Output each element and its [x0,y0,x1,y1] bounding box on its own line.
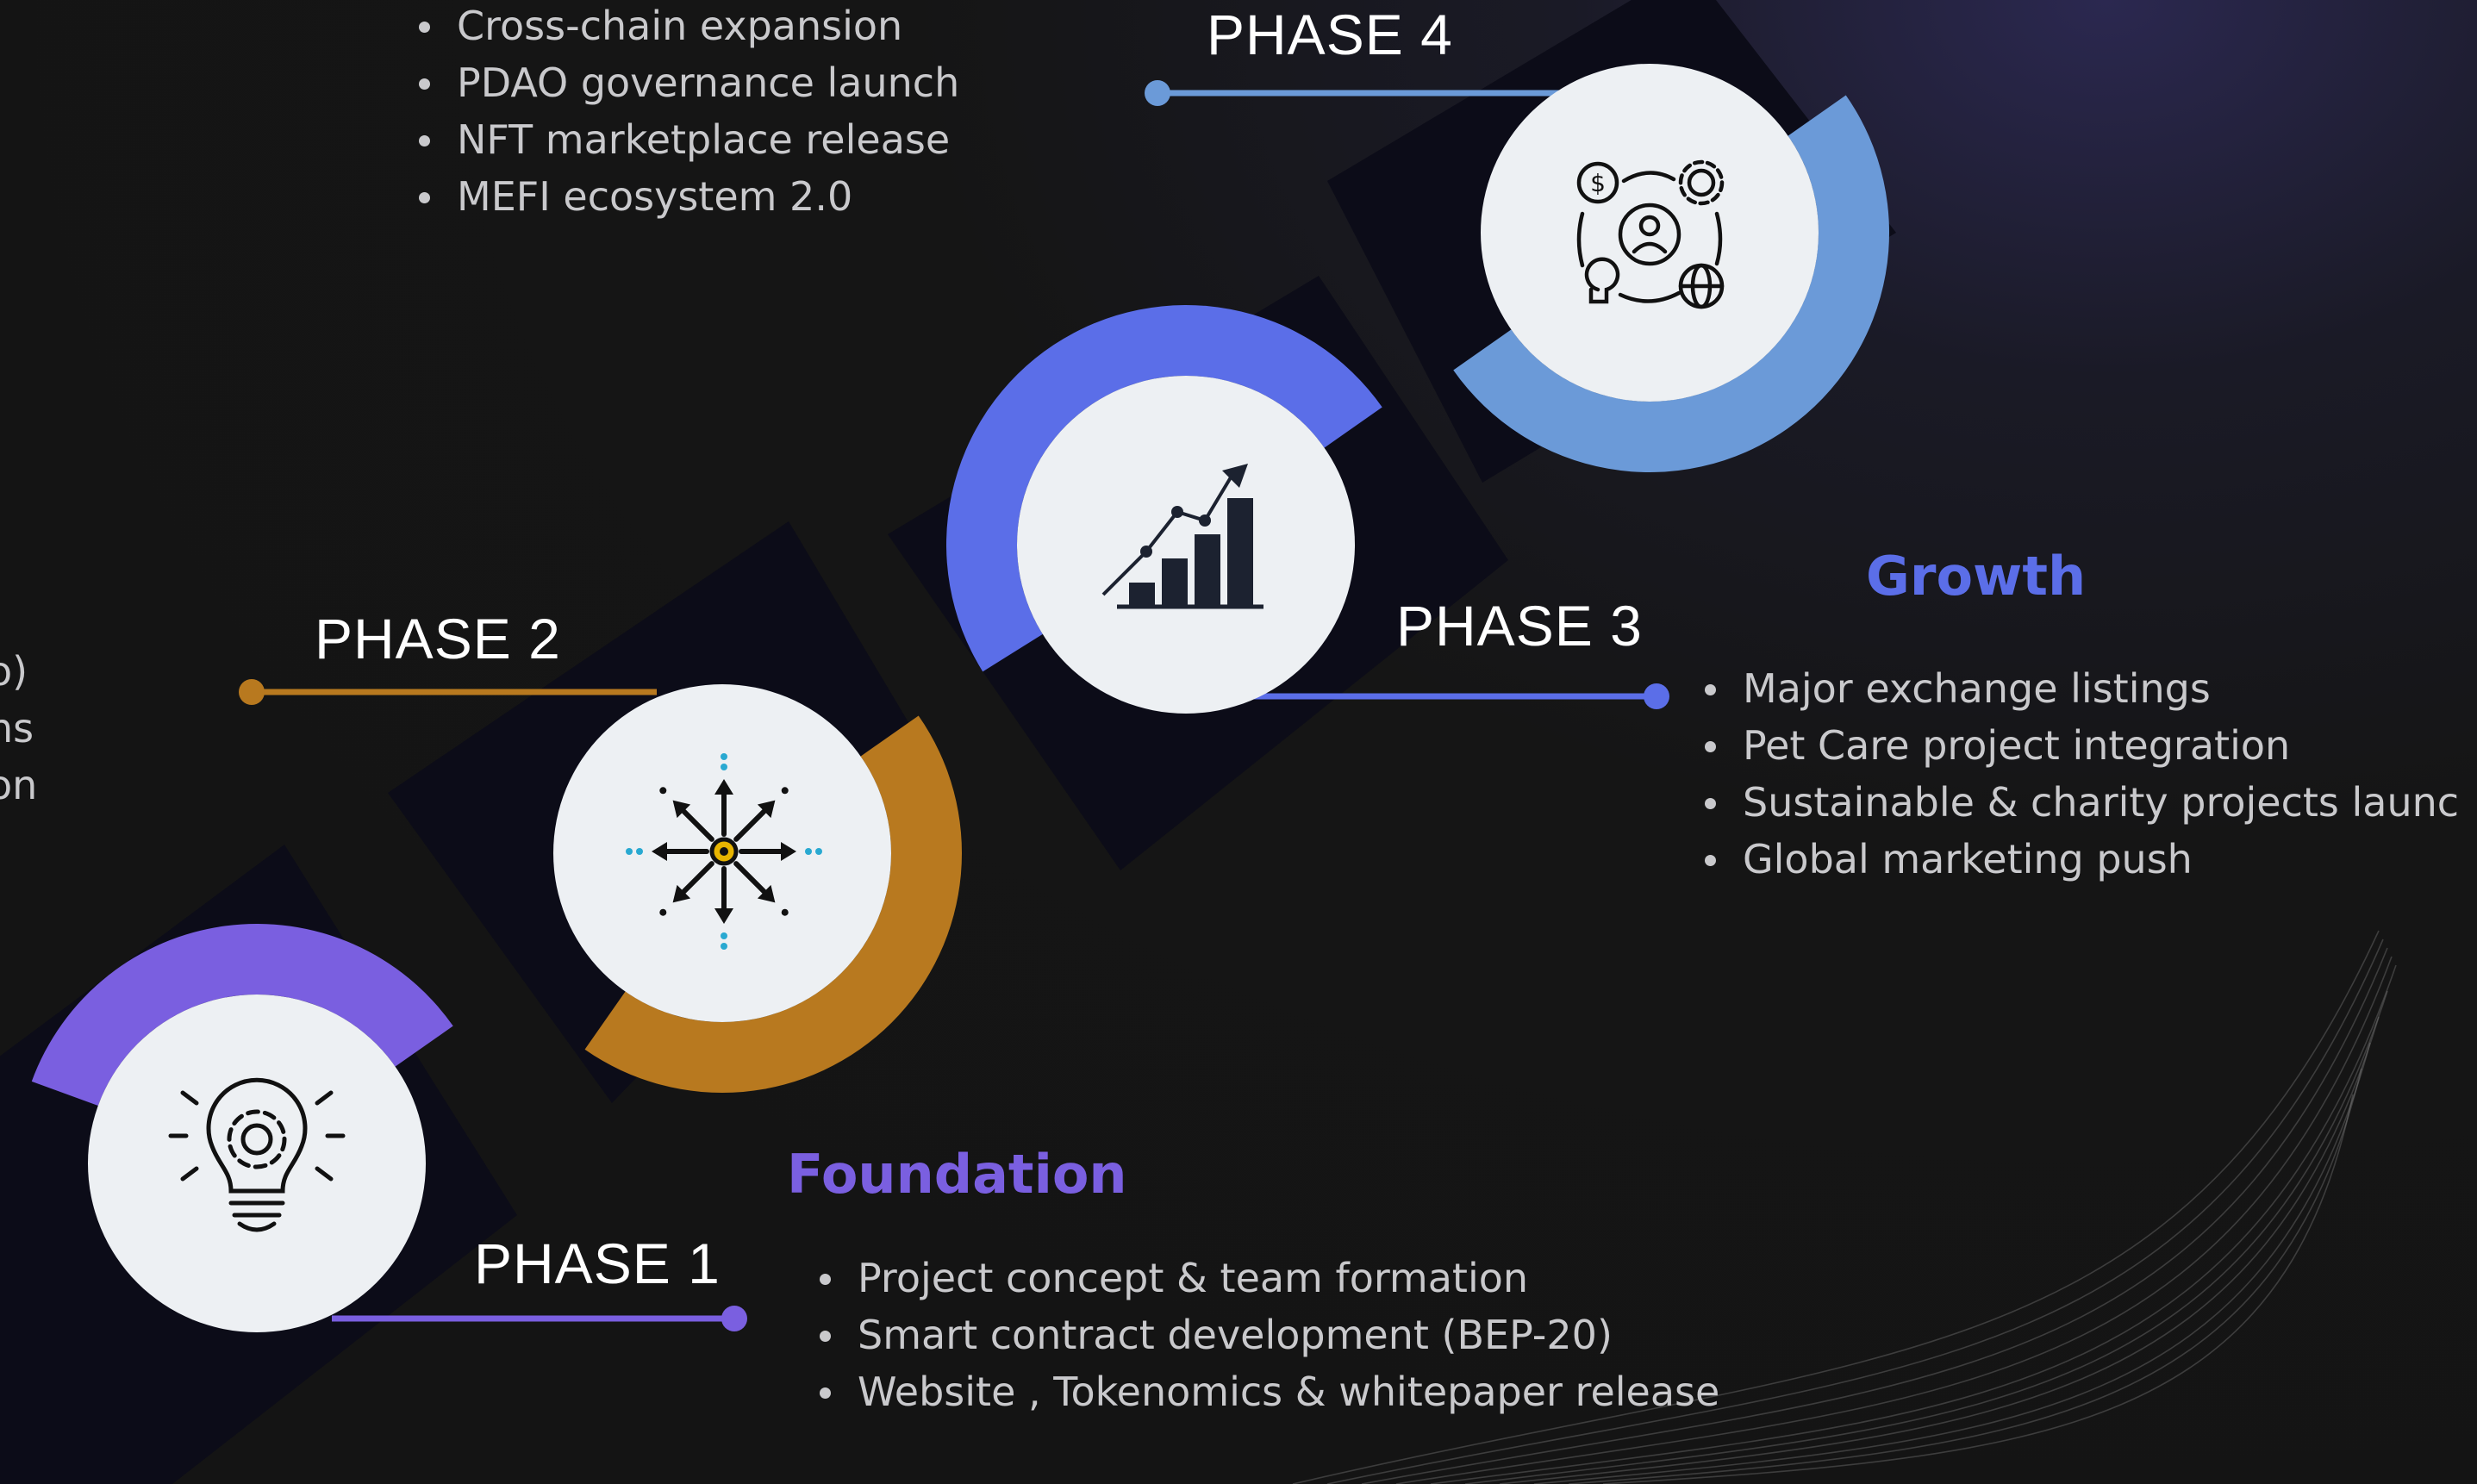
arrow-icon [714,866,733,924]
phase3-ring [946,305,1382,672]
phase2-ring [584,715,962,1093]
arrow-icon [659,787,714,842]
phase4-ring [1453,95,1890,473]
svg-text:$: $ [1590,169,1606,197]
list-item: Website , Tokenomics & whitepaper releas… [813,1363,1719,1420]
list-item: Major exchange listings [1698,660,2459,717]
phase1-icon-circle [88,995,426,1332]
phase4-points: Cross-chain expansion PDAO governance la… [412,0,959,225]
list-item: Smart contract development (BEP-20) [813,1306,1719,1363]
phase4-label: PHASE 4 [1207,3,1453,66]
list-item: Pet Care project integration [1698,717,2459,774]
arrow-icon [733,787,789,842]
phase2-label: PHASE 2 [315,607,561,670]
arrow-icon [733,861,789,916]
phase1-ring [31,924,453,1106]
arrow-icon [659,861,714,916]
growth-chart-icon [1101,464,1263,609]
phase2-connector [239,679,657,705]
phase4-connector [1145,80,1562,106]
arrow-icon [652,842,709,861]
growth-points: Major exchange listings Pet Care project… [1698,660,2459,888]
list-item: Sustainable & charity projects launc [1698,774,2459,831]
ecosystem-cycle-icon: $ [1576,159,1725,309]
phase2-point-fragment: o) [0,648,28,695]
phase2-point-fragment: ns [0,705,34,751]
list-item: NFT marketplace release [412,111,959,168]
wave-decoration [1292,930,2397,1484]
list-item: Global marketing push [1698,831,2459,888]
phase1-label: PHASE 1 [474,1231,721,1295]
list-item: MEFI ecosystem 2.0 [412,168,959,225]
phase1-connector [332,1306,747,1331]
list-item: PDAO governance launch [412,54,959,111]
foundation-title: Foundation [787,1143,1127,1206]
list-item: Project concept & team formation [813,1250,1719,1306]
phase2-point-fragment: on [0,762,38,808]
arrow-icon [714,779,733,837]
phase3-icon-circle [1017,376,1355,714]
expansion-arrows-icon [626,753,822,950]
lightbulb-gear-icon [168,1077,346,1232]
phase3-connector [1250,683,1669,709]
foundation-points: Project concept & team formation Smart c… [813,1250,1719,1420]
phase3-label: PHASE 3 [1396,594,1643,658]
list-item: Cross-chain expansion [412,0,959,54]
growth-title: Growth [1866,545,2087,608]
arrow-icon [739,842,796,861]
